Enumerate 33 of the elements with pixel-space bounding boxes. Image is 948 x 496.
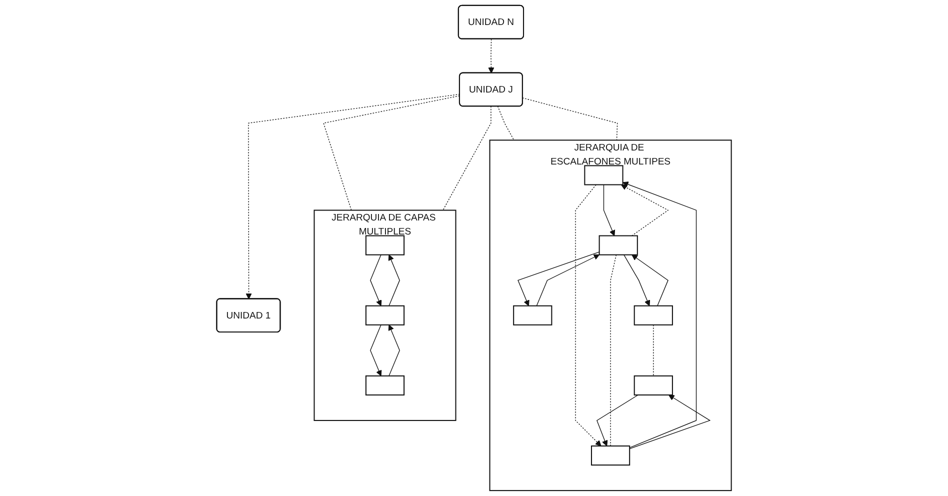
node-box <box>365 235 405 256</box>
arrow <box>388 324 400 376</box>
node-box <box>584 165 624 186</box>
cluster: JERARQUIA DE ESCALAFONES MULTIPES <box>489 140 732 492</box>
connector <box>522 98 618 140</box>
node-box <box>365 305 405 326</box>
arrow <box>536 254 600 306</box>
connector <box>610 254 617 446</box>
arrow <box>488 38 494 74</box>
arrow <box>603 184 616 236</box>
node-box <box>634 305 673 326</box>
arrow <box>370 324 382 376</box>
connector <box>442 106 492 211</box>
arrow <box>575 184 602 446</box>
arrow <box>596 394 638 446</box>
arrow <box>388 254 400 306</box>
arrow <box>370 254 382 306</box>
node-box <box>634 375 673 396</box>
node-box <box>365 375 405 396</box>
arrow <box>629 394 711 450</box>
connector <box>653 324 654 376</box>
node-box <box>590 445 630 466</box>
arrow <box>632 254 668 306</box>
node-box <box>598 235 638 256</box>
arrow <box>246 94 460 300</box>
connector <box>323 95 460 211</box>
arrow <box>620 184 669 236</box>
node-box <box>513 305 552 326</box>
cluster: JERARQUIA DE CAPAS MULTIPLES <box>314 210 456 421</box>
arrow <box>622 182 697 448</box>
arrow <box>518 252 600 306</box>
arrow <box>624 254 650 306</box>
connector <box>497 106 514 140</box>
